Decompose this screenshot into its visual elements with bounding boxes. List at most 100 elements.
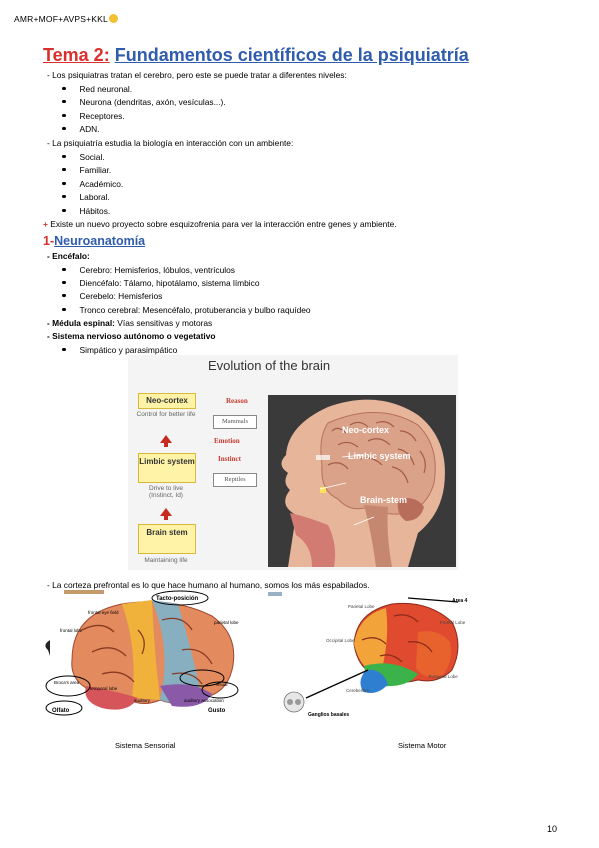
emotion-label: Emotion <box>214 437 240 445</box>
list-item-text: ADN. <box>79 124 100 134</box>
list-item: Receptores. <box>62 111 125 121</box>
neocortex-caption: Control for better life <box>136 411 196 418</box>
arrow-up-icon <box>160 435 172 447</box>
bullet-icon <box>62 293 66 297</box>
label-temporal-lobe: temporal lobe <box>90 686 118 691</box>
bullet-icon <box>62 86 66 90</box>
list-item: Hábitos. <box>62 206 110 216</box>
list-item-text: Receptores. <box>79 111 125 121</box>
list-item: Familiar. <box>62 165 111 175</box>
list-item: Cerebelo: Hemisferios <box>62 291 162 301</box>
medula-label: - Médula espinal: <box>47 318 115 328</box>
list-item: Académico. <box>62 179 123 189</box>
label-gusto: Gusto <box>208 708 226 714</box>
evolution-figure: Evolution of the brain Neo-cortex Contro… <box>128 355 458 570</box>
motor-caption: Sistema Motor <box>398 741 447 750</box>
list-item-text: Social. <box>79 152 105 162</box>
label-tacto: Tacto-posición <box>156 596 199 602</box>
motor-brain-figure: Area 4 Parietal Lobe Frontal Lobe Occipi… <box>268 592 483 722</box>
title-number: Tema 2: <box>43 45 110 65</box>
label-frontal: Frontal Lobe <box>440 620 466 625</box>
bullet-icon <box>62 113 66 117</box>
list-item: Neurona (dendritas, axón, vesículas...). <box>62 97 226 107</box>
sensory-brain-figure: Tacto-posición frontal eye field frontal… <box>42 590 262 725</box>
bullet-icon <box>62 154 66 158</box>
corteza-paragraph: - La corteza prefrontal es lo que hace h… <box>47 580 370 590</box>
section-heading: 1-Neuroanatomía <box>43 234 145 248</box>
bullet-icon <box>62 167 66 171</box>
limbic-box: Limbic system <box>138 453 196 483</box>
sensory-caption: Sistema Sensorial <box>115 741 176 750</box>
head-crosssection-image: Neo-cortex Limbic system Brain-stem <box>268 395 456 567</box>
smile-emoji-icon <box>108 14 118 23</box>
label-auditory-association: auditory association <box>184 698 224 703</box>
list-item-text: Cerebelo: Hemisferios <box>79 291 163 301</box>
header-text: AMR+MOF+AVPS+KKL <box>14 14 108 24</box>
list-item: Tronco cerebral: Mesencéfalo, protuberan… <box>62 305 311 315</box>
list-item-text: Simpático y parasimpático <box>79 345 178 355</box>
list-item: Red neuronal. <box>62 84 132 94</box>
bullet-icon <box>62 194 66 198</box>
label-temporal: Temporal Lobe <box>428 674 458 679</box>
intro-paragraph-3-text: Existe un nuevo proyecto sobre esquizofr… <box>50 219 397 229</box>
list-item-text: Cerebro: Hemisferios, lóbulos, ventrícul… <box>79 265 235 275</box>
label-occipital: Occipital Lobe <box>326 638 355 643</box>
arrow-up-icon <box>160 508 172 520</box>
brainstem-box: Brain stem <box>138 524 196 554</box>
head-label-limbic: Limbic system <box>348 451 411 461</box>
list-item: Laboral. <box>62 192 110 202</box>
label-visual: visual <box>216 682 228 687</box>
bullet-icon <box>62 126 66 130</box>
medula-text: Vías sensitivas y motoras <box>117 318 213 328</box>
label-brocas-area: Broca's area <box>54 680 80 685</box>
list-item: Simpático y parasimpático <box>62 345 177 355</box>
bullet-icon <box>62 181 66 185</box>
list-item: Diencéfalo: Tálamo, hipotálamo, sistema … <box>62 278 260 288</box>
list-item-text: Familiar. <box>79 165 112 175</box>
intro-paragraph-1: - Los psiquiatras tratan el cerebro, per… <box>47 70 347 80</box>
label-area4: Area 4 <box>452 598 468 604</box>
bullet-icon <box>62 347 66 351</box>
evolution-title: Evolution of the brain <box>208 358 331 373</box>
list-item: ADN. <box>62 124 100 134</box>
limbic-caption: Drive to live (Instinct, Id) <box>149 485 183 499</box>
head-label-brainstem: Brain-stem <box>360 495 407 505</box>
neocortex-box: Neo-cortex <box>138 393 196 409</box>
label-cerebellum: Cerebellum <box>346 688 369 693</box>
encefalo-label: - Encéfalo: <box>47 251 90 261</box>
section-title: Neuroanatomía <box>54 234 146 248</box>
head-label-neocortex: Neo-cortex <box>342 425 389 435</box>
reptiles-box: Reptiles <box>213 473 257 487</box>
list-item: Social. <box>62 152 105 162</box>
page-number: 10 <box>546 824 557 834</box>
list-item-text: Neurona (dendritas, axón, vesículas...). <box>79 97 226 107</box>
snv-label: - Sistema nervioso autónomo o vegetativo <box>47 331 216 341</box>
reason-label: Reason <box>226 397 248 405</box>
list-item-text: Académico. <box>79 179 124 189</box>
intro-paragraph-3: + Existe un nuevo proyecto sobre esquizo… <box>43 219 397 229</box>
bullet-icon <box>62 280 66 284</box>
medula-line: - Médula espinal: Vías sensitivas y moto… <box>47 318 212 328</box>
label-parietal: Parietal Lobe <box>348 604 375 609</box>
instinct-label: Instinct <box>218 455 241 463</box>
page-header: AMR+MOF+AVPS+KKL <box>14 14 118 24</box>
page-title: Tema 2: Fundamentos científicos de la ps… <box>43 45 469 66</box>
section-number: 1- <box>43 234 55 248</box>
plus-mark: + <box>43 219 48 229</box>
mammals-box: Mammals <box>213 415 257 429</box>
bullet-icon <box>62 307 66 311</box>
label-frontal-eye-field: frontal eye field <box>88 610 119 615</box>
brainstem-caption: Maintaining life <box>144 557 188 564</box>
label-ganglios: Ganglios basales <box>308 712 349 718</box>
title-text: Fundamentos científicos de la psiquiatrí… <box>114 45 469 65</box>
list-item: Cerebro: Hemisferios, lóbulos, ventrícul… <box>62 265 235 275</box>
label-frontal-lobe: frontal lobe <box>60 628 83 633</box>
bullet-icon <box>62 99 66 103</box>
label-olfato: Olfato <box>52 708 70 714</box>
list-item-text: Tronco cerebral: Mesencéfalo, protuberan… <box>79 305 311 315</box>
bullet-icon <box>62 208 66 212</box>
label-auditory: auditory <box>134 698 151 703</box>
list-item-text: Laboral. <box>79 192 110 202</box>
label-parietal-lobe: parietal lobe <box>214 620 239 625</box>
list-item-text: Diencéfalo: Tálamo, hipotálamo, sistema … <box>79 278 260 288</box>
